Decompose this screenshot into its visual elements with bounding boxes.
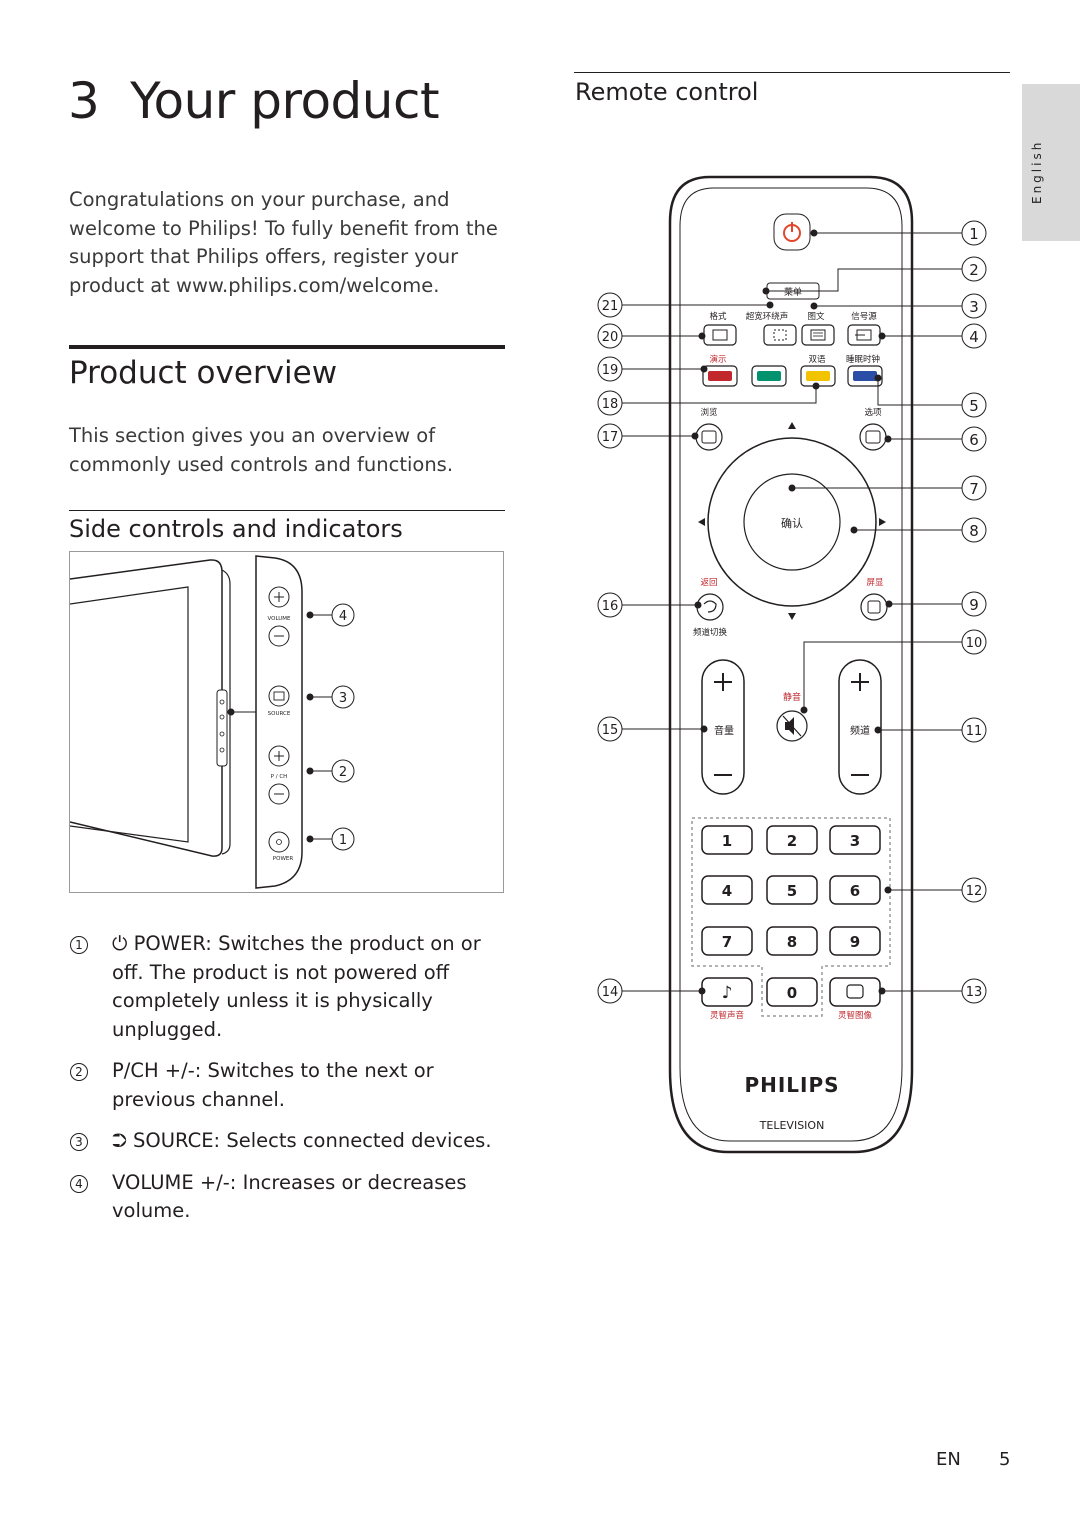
item-number: 3 [70,1133,88,1151]
remote-channel-label: 频道 [850,724,870,737]
callout-2: 2 [969,261,979,279]
digit-key-6: 6 [850,882,860,900]
callout-7: 7 [969,480,979,498]
remote-mute-label: 静音 [783,691,801,703]
callout-18: 18 [602,397,619,412]
section-heading-overview: Product overview [69,355,338,391]
digit-key-7: 7 [722,933,732,951]
item-number: 4 [70,1174,88,1193]
panel-volume-label: VOLUME [267,616,291,622]
subsection-heading-side-controls: Side controls and indicators [69,515,403,543]
item-text: SOURCE: Selects connected devices. [133,1129,492,1152]
chapter-number: 3 [68,72,100,130]
side-controls-list: 1 ⏻ POWER: Switches the product on or of… [69,930,509,1239]
remote-sub-brand: TELEVISION [759,1119,825,1132]
remote-smart-sound-label: 灵智声音 [710,1010,745,1021]
remote-source-label: 信号源 [851,311,877,322]
subsection-heading-remote: Remote control [575,78,759,106]
callout-17: 17 [602,430,619,445]
left-callouts: 21 20 19 18 17 16 15 14 [597,292,820,1004]
callout-9: 9 [969,596,979,614]
remote-demo-label: 演示 [709,354,726,365]
callout-11: 11 [966,724,983,739]
remote-info-label: 屏显 [866,578,884,588]
panel-callout-4: 4 [339,609,347,624]
item-text: P/CH +/-: Switches to the next or previo… [112,1059,434,1111]
chapter-title: 3 Your product [68,72,440,130]
section-divider [69,345,505,349]
item-text: VOLUME +/-: Increases or decreases volum… [112,1170,467,1223]
callout-5: 5 [969,397,979,415]
callout-6: 6 [969,431,979,449]
language-tab: English [1022,84,1080,241]
right-callouts: 1 2 3 4 5 6 7 8 9 10 11 12 13 [762,220,987,1004]
panel-power-label: POWER [273,856,294,862]
item-number: 1 [70,936,88,954]
digit-key-8: 8 [787,933,797,951]
list-item: 2 P/CH +/-: Switches to the next or prev… [69,1057,509,1114]
remote-options-label: 选项 [864,407,882,418]
list-item: 3 ⮊ SOURCE: Selects connected devices. [69,1127,509,1156]
music-note-icon: ♪ [722,983,733,1003]
callout-15: 15 [602,723,619,738]
page-number: 5 [999,1449,1011,1470]
remote-back-label: 返回 [700,577,717,588]
digit-key-1: 1 [722,832,732,850]
remote-smart-picture-label: 灵智图像 [838,1010,873,1021]
callout-12: 12 [966,884,983,899]
callout-3: 3 [969,298,979,316]
list-item: 1 ⏻ POWER: Switches the product on or of… [69,930,509,1044]
chapter-title-text: Your product [130,72,440,130]
callout-14: 14 [602,985,619,1000]
subsection-divider [69,510,505,511]
callout-10: 10 [966,636,983,651]
item-text: POWER: Switches the product on or off. T… [112,932,481,1041]
remote-control-illustration: 菜单 格式 超宽环绕声 图文 信号源 演示 双语 睡眠时钟 浏览 选项 [597,175,987,1154]
remote-sleep-label: 睡眠时钟 [846,354,880,365]
callout-8: 8 [969,522,979,540]
remote-format-label: 格式 [709,311,727,322]
callout-21: 21 [602,299,619,314]
remote-browse-label: 浏览 [700,407,717,418]
callout-19: 19 [602,363,619,378]
callout-1: 1 [969,225,979,243]
footer-language: EN [936,1449,961,1470]
digit-key-3: 3 [850,832,860,850]
intro-paragraph: Congratulations on your purchase, and we… [69,188,498,297]
panel-callout-2: 2 [339,765,347,780]
remote-dual-label: 双语 [808,354,826,365]
panel-callout-3: 3 [339,691,347,706]
digit-key-4: 4 [722,882,732,900]
power-icon: ⏻ [112,932,128,955]
digit-key-9: 9 [850,933,860,951]
callout-4: 4 [969,328,979,346]
source-icon: ⮊ [112,1129,127,1152]
digit-key-5: 5 [787,882,797,900]
overview-description: This section gives you an overview of co… [69,424,454,476]
digit-key-2: 2 [787,832,797,850]
item-number: 2 [70,1063,88,1081]
callout-16: 16 [602,599,619,614]
remote-surround-label: 超宽环绕声 [746,311,789,322]
side-controls-illustration: VOLUME SOURCE P / CH POWER 4 3 2 1 [69,555,355,889]
remote-control-figure: 菜单 格式 超宽环绕声 图文 信号源 演示 双语 睡眠时钟 浏览 选项 [590,170,1010,1190]
side-controls-figure: VOLUME SOURCE P / CH POWER 4 3 2 1 [69,551,504,893]
remote-ch-switch-label: 频道切换 [693,627,728,638]
remote-ok-label: 确认 [781,517,803,530]
callout-20: 20 [602,330,619,345]
digit-key-0: 0 [787,984,797,1002]
remote-menu-label: 菜单 [784,286,802,298]
panel-pch-label: P / CH [271,774,288,780]
callout-13: 13 [966,985,983,1000]
remote-volume-label: 音量 [714,724,734,737]
remote-divider [574,72,1010,73]
panel-source-label: SOURCE [268,711,291,717]
digit-keypad: 1 2 3 4 5 6 7 8 9 ♪ 0 [701,825,881,1007]
language-tab-label: English [1030,139,1044,204]
panel-callout-1: 1 [339,833,347,848]
remote-teletext-label: 图文 [807,311,825,322]
list-item: 4 VOLUME +/-: Increases or decreases vol… [69,1169,509,1226]
remote-brand-logo: PHILIPS [744,1073,839,1097]
